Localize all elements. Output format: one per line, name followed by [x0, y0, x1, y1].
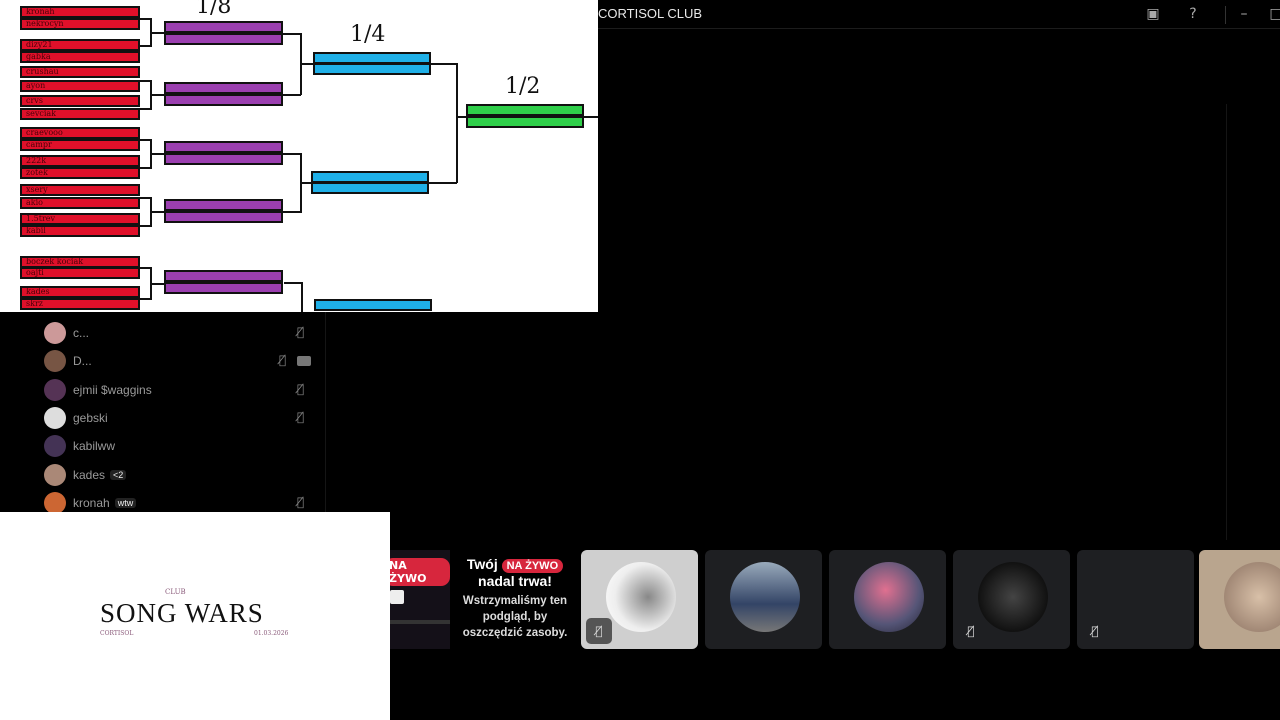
voice-member[interactable]: kades <2 [44, 463, 127, 486]
bracket-slot [164, 270, 283, 282]
song-wars-logo: CLUB SONG WARS CORTISOL 01.03.2026 [0, 512, 390, 720]
participant-tile[interactable]: 🎙̸ [953, 550, 1070, 649]
participant-tile[interactable] [1199, 550, 1280, 649]
member-tag: <2 [110, 469, 127, 480]
bracket-slot [466, 104, 584, 116]
server-title: CORTISOL CLUB [598, 6, 703, 21]
maximize-icon[interactable]: □ [1269, 6, 1280, 22]
member-name: kabilww [73, 439, 116, 454]
bracket-player-slot: xsery [20, 184, 140, 196]
stream-preview-tile[interactable]: NA ŻYWO [390, 550, 450, 649]
member-name: c... [73, 326, 90, 340]
bracket-slot [164, 82, 283, 94]
member-name: D... [73, 354, 92, 369]
bracket-player-slot: zotek [20, 167, 140, 179]
stream-notice-desc: Wstrzymaliśmy ten podgląd, by oszczędzić… [462, 595, 568, 639]
inbox-icon[interactable]: ▣ [1146, 6, 1160, 22]
voice-member[interactable]: gebski [44, 406, 108, 429]
logo-date: 01.03.2026 [254, 630, 289, 637]
bracket-player-slot: gabka [20, 51, 140, 63]
mic-muted-icon: 🎙̸ [297, 494, 305, 509]
stream-paused-notice: Twój NA ŻYWO nadal trwa! Wstrzymaliśmy t… [458, 556, 572, 641]
minimize-icon[interactable]: – [1240, 6, 1248, 22]
bracket-slot [164, 211, 283, 223]
voice-member[interactable]: D... [44, 350, 92, 373]
avatar [44, 350, 66, 373]
bracket-player-slot: ayon [20, 80, 140, 92]
bracket-slot [164, 141, 283, 153]
bracket-player-slot: sevciak [20, 108, 140, 120]
member-name: kronah [73, 495, 110, 510]
avatar [44, 435, 66, 458]
bracket-player-slot: campr [20, 139, 140, 151]
bracket-player-slot: skrz [20, 298, 140, 310]
mic-muted-icon: 🎙̸ [297, 409, 305, 424]
bracket-player-slot: crvs [20, 95, 140, 107]
bracket-player-slot: kades [20, 286, 140, 298]
bracket-slot [164, 94, 283, 106]
bracket-player-slot: dizy21 [20, 39, 140, 51]
participant-tile[interactable] [829, 550, 946, 649]
bracket-player-slot: oajti [20, 267, 140, 279]
stream-notice-line2: nadal trwa! [478, 573, 552, 589]
participant-tile[interactable] [705, 550, 822, 649]
avatar [44, 406, 66, 429]
logo-cortisol: CORTISOL [100, 630, 134, 637]
member-tag: wtw [114, 497, 137, 508]
bracket-player-slot: kronah [20, 6, 140, 18]
bracket-player-slot: 222k [20, 155, 140, 167]
avatar [44, 463, 66, 486]
bracket-player-slot: nekrocyn [20, 18, 140, 30]
avatar [44, 322, 66, 344]
mic-muted-icon: 🎙̸ [1091, 624, 1099, 638]
round-label: 1/8 [196, 0, 232, 19]
mic-muted-icon: 🎙̸ [967, 624, 975, 638]
member-name: ejmii $waggins [73, 382, 152, 397]
bracket-player-slot: crushau [20, 66, 140, 78]
bracket-slot [313, 63, 431, 75]
mic-muted-icon: 🎙̸ [297, 325, 305, 339]
participant-tile[interactable]: 🎙̸ [581, 550, 698, 649]
bracket-slot [164, 282, 283, 294]
voice-member[interactable]: ejmii $waggins [44, 378, 152, 401]
bracket-slot [164, 33, 283, 45]
avatar [44, 378, 66, 401]
mic-muted-icon: 🎙̸ [586, 618, 612, 644]
divider [1225, 6, 1226, 24]
bracket-slot [164, 199, 283, 211]
round-label: 1/4 [350, 22, 386, 47]
help-icon[interactable]: ? [1189, 6, 1197, 22]
bracket-slot [314, 299, 432, 311]
bracket-player-slot: 1.5trev [20, 213, 140, 225]
stream-notice-line1: Twój [466, 556, 498, 572]
bracket-player-slot: akio [20, 197, 140, 209]
bracket-slot [466, 116, 584, 128]
live-badge: NA ŻYWO [390, 558, 450, 586]
voice-member[interactable]: kabilww [44, 435, 116, 458]
bracket-slot [164, 21, 283, 33]
mic-muted-icon: 🎙̸ [297, 381, 305, 396]
bracket-player-slot: craevooo [20, 127, 140, 139]
bracket-player-slot: kabil [20, 225, 140, 237]
round-label: 1/2 [505, 74, 541, 99]
member-name: kades [73, 467, 106, 482]
member-name: gebski [73, 410, 108, 425]
mic-muted-icon: 🎙̸ [279, 353, 287, 368]
bracket-slot [311, 182, 429, 194]
bracket-slot [164, 153, 283, 165]
live-badge: NA ŻYWO [501, 559, 564, 573]
voice-member[interactable]: c... [44, 322, 89, 344]
voice-member[interactable]: kronah wtw [44, 491, 137, 514]
video-camera-icon [297, 356, 311, 367]
logo-club: CLUB [165, 588, 186, 596]
participant-tile[interactable]: 🎙̸ [1077, 550, 1194, 649]
logo-title: SONG WARS [100, 598, 264, 628]
avatar [44, 491, 66, 514]
